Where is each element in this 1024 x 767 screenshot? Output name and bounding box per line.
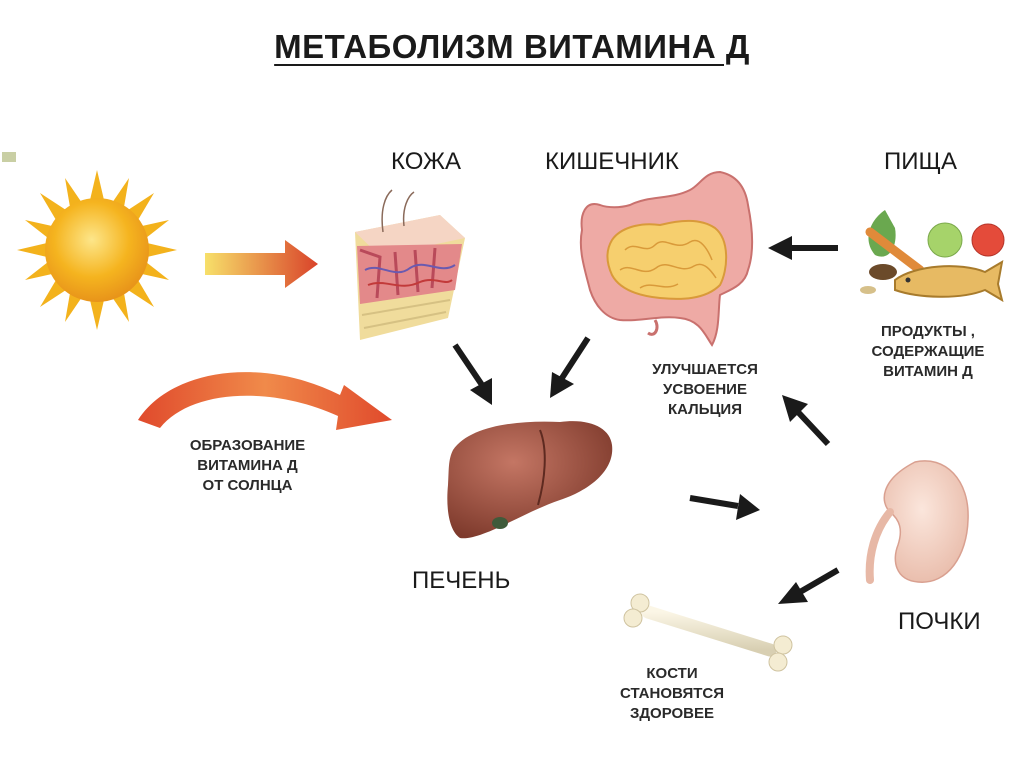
calcium-absorption-note: УЛУЧШАЕТСЯ УСВОЕНИЕ КАЛЬЦИЯ [645, 360, 765, 420]
liver-to-kidney-arrow [690, 494, 760, 520]
bones-healthier-note: КОСТИ СТАНОВЯТСЯ ЗДОРОВЕЕ [608, 664, 736, 724]
food-label: ПИЩА [884, 148, 957, 176]
bone-icon [624, 594, 792, 671]
liver-icon [447, 421, 612, 538]
kidneys-label: ПОЧКИ [898, 608, 981, 636]
kidney-icon [870, 461, 968, 582]
sun-formation-note: ОБРАЗОВАНИЕ ВИТАМИНА Д ОТ СОЛНЦА [170, 436, 325, 496]
sun-formation-arc-arrow [138, 372, 392, 430]
food-icon [860, 210, 1004, 300]
intestine-label: КИШЕЧНИК [545, 148, 679, 176]
diagram-title: МЕТАБОЛИЗМ ВИТАМИНА Д [0, 28, 1024, 66]
sun-icon [17, 170, 177, 330]
skin-icon [355, 190, 465, 340]
skin-label: КОЖА [391, 148, 461, 176]
skin-to-liver-arrow [455, 345, 492, 405]
food-to-intestine-arrow [768, 236, 838, 260]
intestine-to-liver-arrow [550, 338, 588, 398]
kidney-to-bone-arrow [778, 570, 838, 604]
intestine-icon [581, 172, 752, 345]
liver-label: ПЕЧЕНЬ [412, 567, 510, 595]
food-products-note: ПРОДУКТЫ , СОДЕРЖАЩИЕ ВИТАМИН Д [858, 322, 998, 382]
sun-to-skin-arrow [205, 240, 318, 288]
kidney-to-calcium-arrow [782, 395, 828, 444]
